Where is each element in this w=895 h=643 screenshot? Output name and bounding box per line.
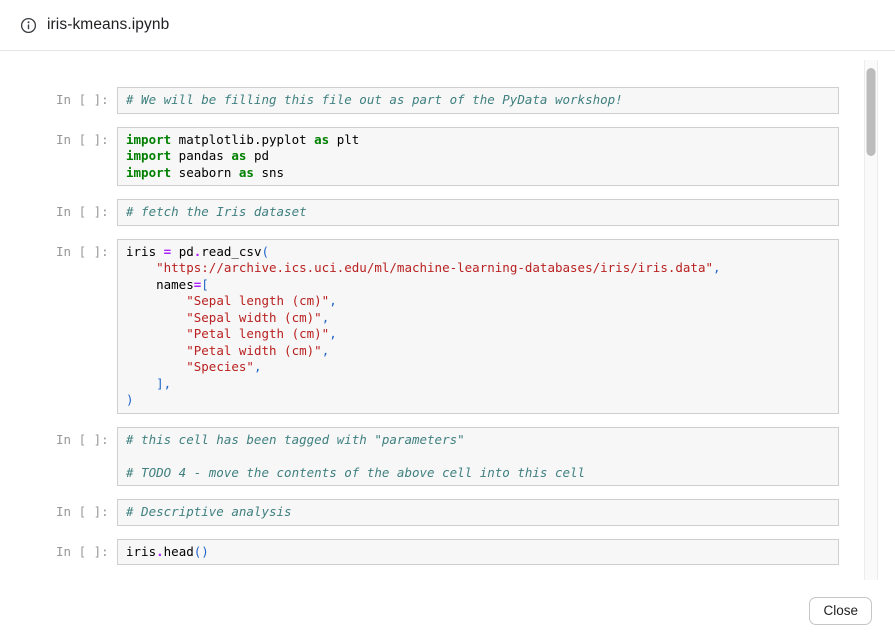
scrollbar-thumb[interactable] xyxy=(866,68,876,156)
notebook-cell: In [ ]: # this cell has been tagged with … xyxy=(56,426,839,486)
notebook-cell: In [ ]: # Descriptive analysis xyxy=(56,499,839,526)
info-icon xyxy=(20,17,37,33)
code-line: iris = pd.read_csv( xyxy=(126,243,270,259)
code-line: "Petal width (cm)", xyxy=(186,342,330,358)
cell-prompt: In [ ]: xyxy=(56,204,109,219)
notebook-cell: In [ ]: iris.head() xyxy=(56,538,839,565)
cell-input-area[interactable]: # Descriptive analysis xyxy=(117,499,839,526)
notebook-cell: In [ ]: # We will be filling this file ou… xyxy=(56,87,839,114)
code-line: # We will be filling this file out as pa… xyxy=(126,92,623,107)
code-line: # TODO 4 - move the contents of the abov… xyxy=(126,464,586,480)
code-line: ], xyxy=(156,375,172,391)
code-line xyxy=(126,448,830,465)
code-line: import seaborn as sns xyxy=(126,164,285,180)
cell-prompt: In [ ]: xyxy=(56,543,109,559)
scrollbar-track[interactable] xyxy=(864,60,878,580)
dialog-header: iris-kmeans.ipynb xyxy=(0,0,895,51)
cell-prompt: In [ ]: xyxy=(56,243,109,259)
code-line: # Descriptive analysis xyxy=(126,504,292,519)
code-line: names=[ xyxy=(126,276,209,292)
cell-prompt: In [ ]: xyxy=(56,431,109,447)
code-line: "https://archive.ics.uci.edu/ml/machine-… xyxy=(156,260,721,275)
code-line: "Petal length (cm)", xyxy=(186,326,337,341)
cell-input-area[interactable]: iris.head() xyxy=(117,538,839,565)
cell-input-area[interactable]: # this cell has been tagged with "parame… xyxy=(117,426,839,486)
code-line: ) xyxy=(126,392,134,407)
cell-prompt: In [ ]: xyxy=(56,131,109,147)
cell-prompt: In [ ]: xyxy=(56,92,109,107)
code-line: "Sepal length (cm)", xyxy=(186,293,337,308)
code-line: import pandas as pd xyxy=(126,148,270,163)
code-line: iris.head() xyxy=(126,543,209,559)
notebook-cell: In [ ]: iris = pd.read_csv( "https://arch… xyxy=(56,238,839,414)
code-line: import matplotlib.pyplot as plt xyxy=(126,131,360,147)
notebook-cell: In [ ]: # fetch the Iris dataset xyxy=(56,199,839,226)
notebook-filename-title: iris-kmeans.ipynb xyxy=(47,16,170,33)
cell-prompt: In [ ]: xyxy=(56,504,109,519)
cell-input-area[interactable]: # We will be filling this file out as pa… xyxy=(117,87,839,114)
code-line: # this cell has been tagged with "parame… xyxy=(126,431,465,447)
cell-input-area[interactable]: iris = pd.read_csv( "https://archive.ics… xyxy=(117,238,839,414)
close-button[interactable]: Close xyxy=(809,597,872,625)
cell-input-area[interactable]: # fetch the Iris dataset xyxy=(117,199,839,226)
code-line: # fetch the Iris dataset xyxy=(126,204,307,219)
code-line: "Sepal width (cm)", xyxy=(186,309,330,325)
notebook-scroll-area[interactable]: In [ ]: # We will be filling this file ou… xyxy=(0,51,895,583)
notebook-cells: In [ ]: # We will be filling this file ou… xyxy=(56,87,839,565)
code-line: "Species", xyxy=(186,359,262,374)
